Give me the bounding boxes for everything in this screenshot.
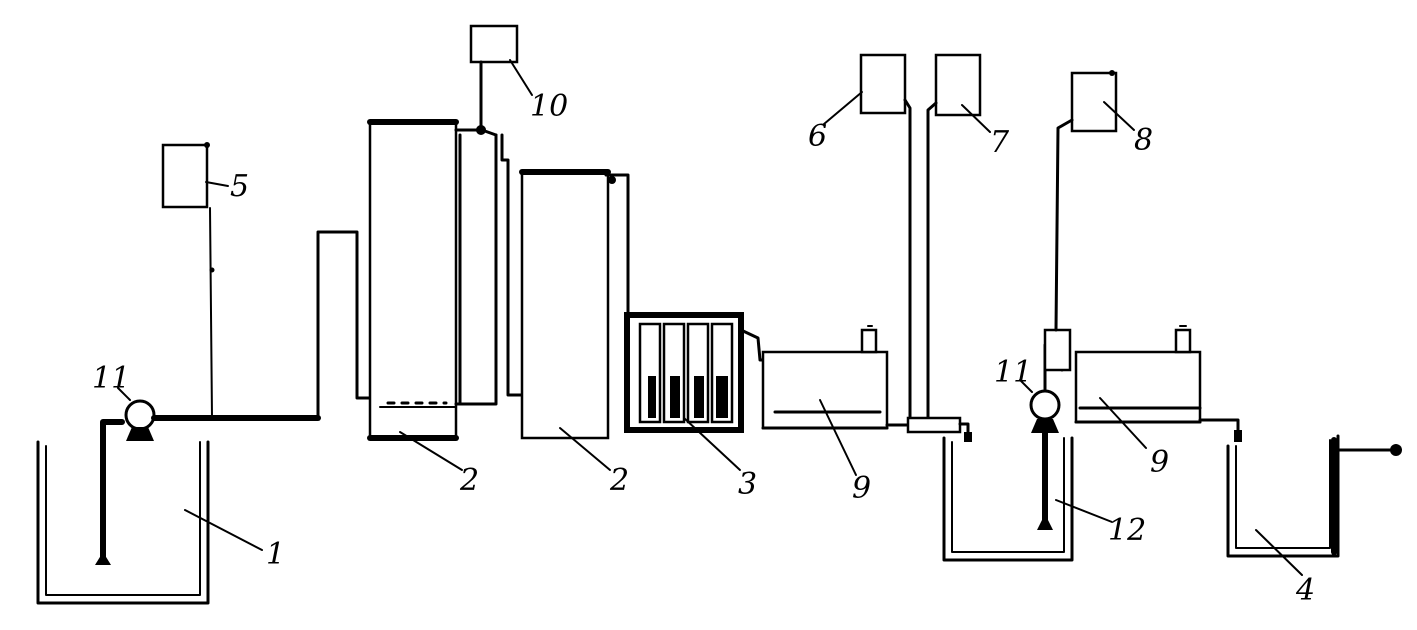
label-vessel-10: 10	[530, 89, 568, 124]
label-vessel-5: 5	[230, 169, 249, 204]
vessel-5	[161, 142, 215, 419]
label-tank-1: 1	[266, 537, 285, 572]
unit-9-first	[761, 325, 912, 430]
label-pump-11-right: 11	[994, 355, 1032, 390]
mixer-header	[906, 416, 972, 442]
pipe-col2-to-col2	[500, 133, 524, 397]
label-tank-4: 4	[1295, 573, 1315, 608]
label-column-2-second: 2	[609, 463, 629, 498]
column-2-first	[367, 119, 498, 441]
suction-pipe-left	[95, 419, 125, 565]
label-vessel-8: 8	[1134, 123, 1153, 158]
leader-lines	[117, 59, 1303, 576]
column-2-second	[519, 169, 630, 440]
pump-11-left	[124, 399, 156, 441]
label-pump-11-left: 11	[92, 361, 130, 396]
label-unit-9-first: 9	[852, 471, 871, 506]
label-vessel-6: 6	[808, 119, 827, 154]
label-vessel-7: 7	[990, 125, 1010, 160]
vessel-8	[1054, 70, 1118, 332]
vessel-6	[859, 53, 912, 420]
label-unit-9-second: 9	[1150, 445, 1169, 480]
intermediate-tank	[942, 436, 1074, 562]
unit-3-filter	[624, 312, 765, 433]
unit-9-second	[1074, 325, 1242, 442]
label-column-2-first: 2	[459, 463, 479, 498]
vessel-7	[926, 53, 982, 420]
tank-4	[1226, 434, 1402, 558]
label-item-12: 12	[1108, 513, 1146, 548]
tank-1	[36, 440, 210, 605]
pump-11-right	[1029, 328, 1072, 530]
vessel-10	[469, 24, 519, 135]
label-unit-3: 3	[738, 467, 757, 502]
main-feed-line	[151, 230, 372, 421]
